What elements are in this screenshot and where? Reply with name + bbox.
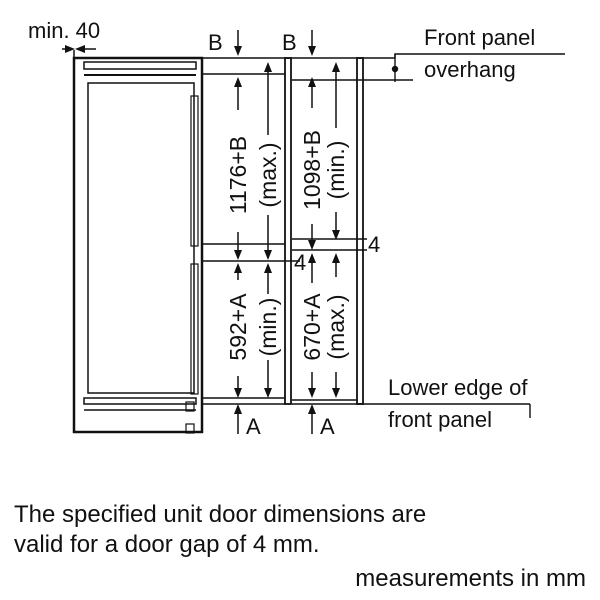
a-markers: A A xyxy=(234,404,335,439)
door-gap-label-upper: 4 xyxy=(368,232,380,257)
b-label-left: B xyxy=(208,30,223,55)
upper-right-dimension-value: 1098+B xyxy=(299,130,325,210)
upper-left-dimension-note: (max.) xyxy=(255,142,281,207)
a-label-left: A xyxy=(246,414,261,439)
front-panel-overhang-line1: Front panel xyxy=(424,25,535,50)
lower-left-dimension-note: (min.) xyxy=(255,298,281,357)
b-label-right: B xyxy=(282,30,297,55)
lower-right-dimension-value: 670+A xyxy=(299,293,325,361)
appliance-cabinet xyxy=(72,56,204,434)
upper-right-dimension-note: (min.) xyxy=(323,141,349,200)
lower-edge-line1: Lower edge of xyxy=(388,375,528,400)
units-note: measurements in mm xyxy=(355,565,586,592)
dimension-labels: 1176+B (max.) 1098+B (min.) 592+A (min.)… xyxy=(225,130,349,361)
door-gap-note-line1: The specified unit door dimensions are xyxy=(14,501,427,528)
lower-edge-line2: front panel xyxy=(388,407,492,432)
dimension-lines xyxy=(234,62,340,398)
min-gap-indicator: min. 40 xyxy=(28,18,100,64)
callout-labels: Front panel overhang Lower edge of front… xyxy=(388,25,535,432)
door-gap-label-lower: 4 xyxy=(294,250,306,275)
upper-left-dimension-value: 1176+B xyxy=(225,136,251,214)
b-markers: B B xyxy=(208,30,316,56)
front-panel-overhang-line2: overhang xyxy=(424,57,516,82)
lower-right-dimension-note: (max.) xyxy=(323,294,349,359)
lower-left-dimension-value: 592+A xyxy=(225,293,251,361)
door-gap-note-line2: valid for a door gap of 4 mm. xyxy=(14,531,320,558)
a-label-right: A xyxy=(320,414,335,439)
min-gap-label: min. 40 xyxy=(28,18,100,43)
reference-lines xyxy=(203,53,565,418)
